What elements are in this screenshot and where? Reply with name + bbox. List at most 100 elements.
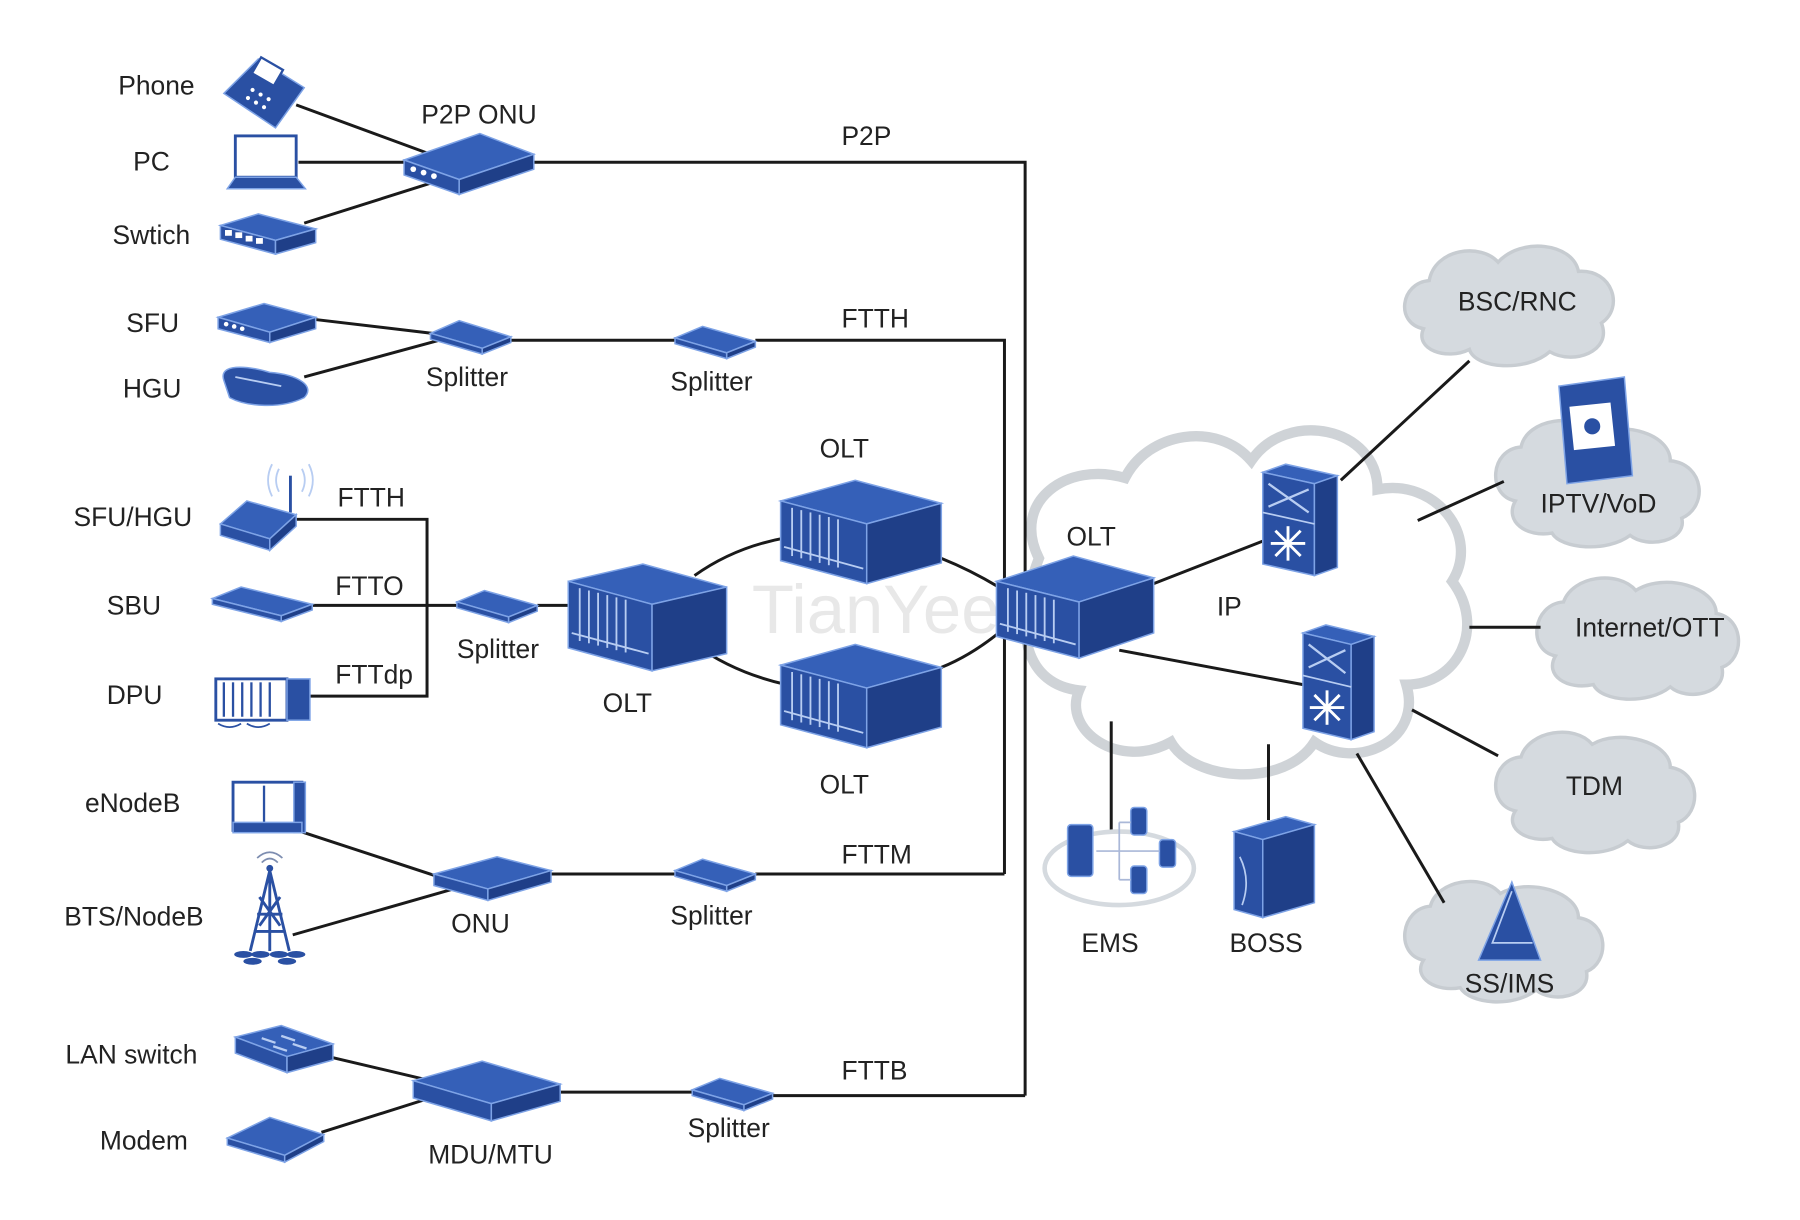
node-label: OLT — [1066, 522, 1115, 552]
dpu-icon — [214, 677, 311, 728]
link-label-ftth-top: FTTH — [841, 304, 908, 334]
link-label-fttm: FTTM — [841, 840, 911, 870]
splitter-icon — [672, 325, 758, 360]
node-olt-core[interactable]: OLT — [993, 522, 1157, 660]
link-label-ftth: FTTH — [338, 483, 405, 513]
node-splitter-5[interactable]: Splitter — [688, 1077, 775, 1143]
device-label: SFU — [126, 308, 179, 338]
ims-pyramid-icon — [1477, 880, 1542, 961]
core-label: BOSS — [1229, 928, 1302, 958]
device-hgu[interactable]: HGU — [123, 366, 309, 407]
link-label-p2p: P2P — [841, 121, 891, 151]
cloud-label: IPTV/VoD — [1541, 488, 1657, 518]
wire-enodeb-onu — [300, 830, 449, 882]
wire-ssims — [1355, 752, 1446, 904]
device-modem[interactable]: Modem — [100, 1116, 326, 1164]
device-sbu[interactable]: SBU — [107, 586, 315, 623]
device-enodeb[interactable]: eNodeB — [85, 780, 307, 834]
cloud-label: TDM — [1566, 771, 1623, 801]
wire-olt-top-core — [940, 556, 1000, 589]
node-label: ONU — [451, 909, 510, 939]
core-boss[interactable]: BOSS — [1229, 815, 1318, 958]
splitter-icon — [672, 858, 758, 893]
device-label: SBU — [107, 591, 161, 621]
sbu-icon — [209, 586, 315, 623]
wire-sfu-splitter — [315, 318, 443, 336]
node-label: Splitter — [426, 362, 508, 392]
node-p2p-onu[interactable]: P2P ONU — [401, 99, 537, 196]
device-label: DPU — [107, 680, 163, 710]
wire-olt-router2 — [1118, 648, 1304, 687]
node-label: OLT — [603, 688, 652, 718]
cloud-bsc-rnc: BSC/RNC — [1403, 244, 1616, 368]
olt-chassis-icon — [993, 555, 1157, 660]
node-mdu-mtu[interactable]: MDU/MTU — [410, 1060, 563, 1169]
link-label-ftto: FTTO — [335, 571, 403, 601]
splitter-icon — [454, 589, 540, 624]
wire-olt-left-top — [693, 536, 787, 577]
phone-icon — [222, 55, 306, 129]
node-splitter-4[interactable]: Splitter — [670, 858, 758, 931]
node-onu[interactable]: ONU — [431, 856, 554, 939]
sfu-icon — [215, 302, 319, 344]
core-router-2[interactable] — [1300, 624, 1377, 741]
onu-icon — [431, 856, 554, 902]
device-label: HGU — [123, 374, 182, 404]
device-bts-nodeb[interactable]: BTS/NodeB — [64, 851, 306, 965]
device-label: PC — [133, 146, 170, 176]
device-switch[interactable]: Swtich — [113, 213, 319, 256]
wire-p2p-trunk — [533, 160, 1027, 1096]
olt-chassis-icon — [777, 643, 945, 749]
node-olt-left[interactable]: OLT — [567, 563, 728, 718]
wire-olt-router1 — [1153, 539, 1264, 585]
lan-switch-icon — [232, 1024, 336, 1074]
core-router-1[interactable] — [1260, 463, 1341, 577]
link-label-fttdp: FTTdp — [335, 659, 413, 689]
node-label: P2P ONU — [421, 99, 536, 129]
device-phone[interactable]: Phone — [118, 55, 306, 129]
wire-phone-p2ponu — [295, 103, 431, 156]
wire-modem-mdu — [320, 1096, 431, 1134]
olt-chassis-icon — [777, 479, 945, 585]
ems-server-cluster-icon — [1042, 806, 1197, 908]
wire-tdm — [1411, 708, 1499, 758]
node-splitter-1[interactable]: Splitter — [426, 319, 514, 392]
iptv-server-icon — [1558, 376, 1634, 485]
watermark: TianYee — [752, 571, 1000, 648]
wire-ftth-trunk — [755, 338, 1006, 875]
wire-hgu-splitter — [303, 336, 449, 379]
device-pc[interactable]: PC — [133, 134, 307, 190]
core-ems[interactable]: EMS — [1042, 806, 1197, 958]
node-splitter-3[interactable]: Splitter — [454, 589, 540, 664]
modem-icon — [225, 1116, 326, 1164]
device-lan-switch[interactable]: LAN switch — [65, 1024, 336, 1074]
device-sfu-hgu[interactable]: SFU/HGU — [73, 463, 314, 552]
cell-tower-icon — [234, 851, 306, 965]
cloud-tdm: TDM — [1493, 730, 1697, 855]
node-label: OLT — [820, 770, 869, 800]
wires — [292, 103, 1541, 1134]
olt-chassis-icon — [567, 563, 728, 672]
cloud-iptv-vod: IPTV/VoD — [1493, 419, 1701, 549]
onu-icon — [401, 132, 537, 196]
wire-switch-p2ponu — [303, 178, 443, 225]
router-icon — [1300, 624, 1377, 741]
link-label-fttb: FTTB — [841, 1056, 907, 1086]
device-label: LAN switch — [65, 1039, 197, 1069]
node-label: Splitter — [457, 634, 539, 664]
device-label: eNodeB — [85, 788, 180, 818]
cloud-internet-ott: Internet/OTT — [1535, 576, 1741, 701]
node-olt-top[interactable]: OLT — [777, 433, 945, 585]
enodeb-icon — [231, 780, 307, 834]
device-label: Swtich — [113, 220, 191, 250]
node-splitter-2[interactable]: Splitter — [670, 325, 758, 397]
boss-server-icon — [1231, 815, 1318, 919]
node-label: Splitter — [670, 367, 752, 397]
node-olt-bottom[interactable]: OLT — [777, 643, 945, 800]
device-dpu[interactable]: DPU — [107, 677, 311, 728]
device-sfu[interactable]: SFU — [126, 302, 319, 344]
splitter-icon — [428, 319, 514, 356]
device-label: SFU/HGU — [73, 502, 192, 532]
wire-bsc — [1339, 359, 1471, 482]
